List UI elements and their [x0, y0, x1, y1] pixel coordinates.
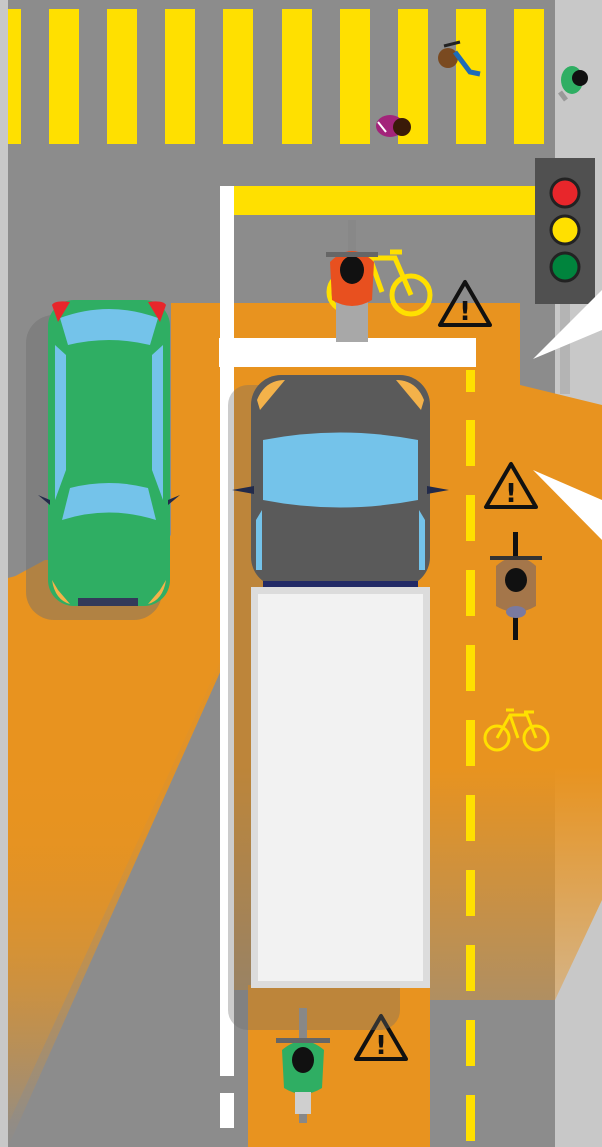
svg-text:!: !: [459, 297, 471, 327]
left-curb: [0, 0, 8, 1147]
advanced-stop-line: [219, 338, 476, 367]
yellow-lamp: [551, 216, 579, 244]
red-lamp: [551, 179, 579, 207]
svg-text:!: !: [375, 1031, 387, 1061]
car-icon: [26, 300, 180, 620]
green-lamp: [551, 253, 579, 281]
svg-text:!: !: [505, 479, 517, 509]
stop-line-yellow: [220, 186, 540, 215]
truck-icon: [228, 375, 449, 1030]
